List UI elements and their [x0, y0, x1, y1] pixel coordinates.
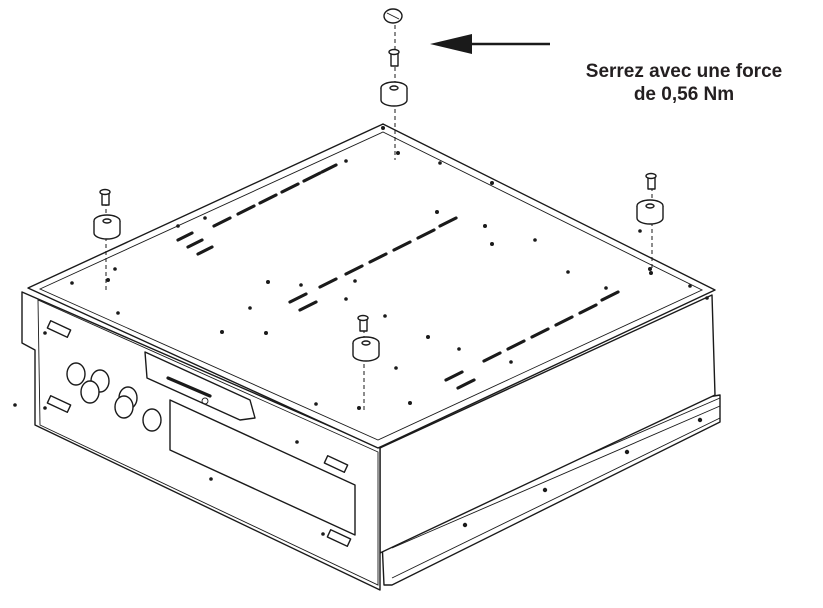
vent-slots — [176, 163, 620, 390]
chassis-top-cover — [27, 123, 716, 449]
fastener-top-center — [380, 8, 408, 160]
fastener-front-center — [352, 314, 380, 410]
fastener-right — [636, 172, 664, 270]
torque-callout-line2: de 0,56 Nm — [633, 84, 735, 105]
torque-callout-line1: Serrez avec une force — [585, 61, 783, 82]
fastener-left — [93, 188, 121, 290]
arrow-left-icon — [430, 34, 550, 54]
front-bezel — [13, 291, 381, 591]
torque-callout: Serrez avec une force de 0,56 Nm — [548, 60, 820, 106]
